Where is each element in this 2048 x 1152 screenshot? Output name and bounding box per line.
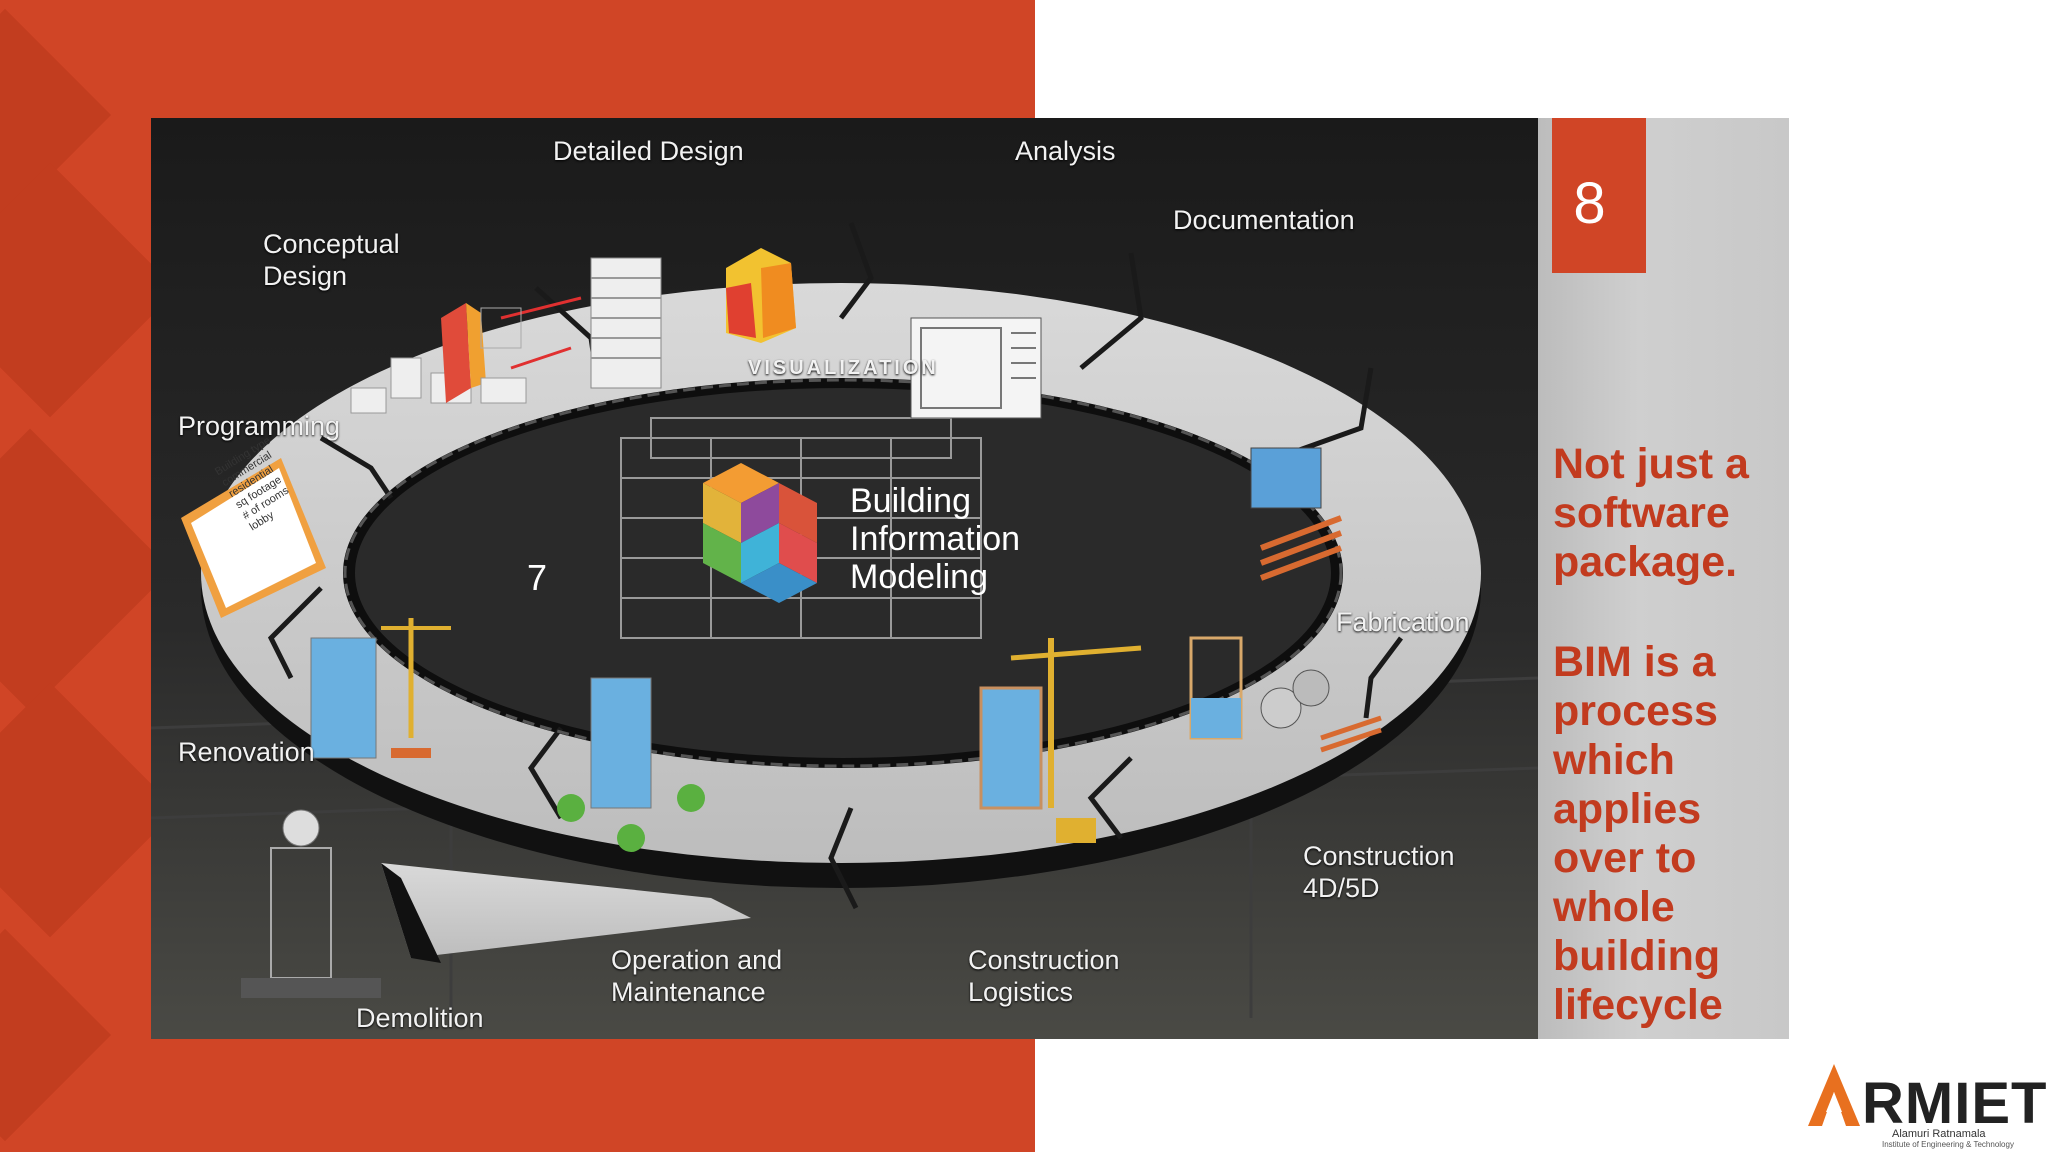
bim-cube-logo xyxy=(703,463,817,603)
stage-label-construction-logistics: Construction Logistics xyxy=(968,945,1120,1007)
operation-illustration xyxy=(557,677,705,852)
detailed-design-illustration xyxy=(480,257,662,389)
slide-number: 8 xyxy=(1573,171,1606,236)
logo-subtitle: Alamuri Ratnamala xyxy=(1892,1128,1986,1140)
logo-a-mark xyxy=(1808,1064,1860,1126)
stage-label-fabrication: Fabrication xyxy=(1336,607,1470,637)
logo-name: RMIET xyxy=(1862,1071,2048,1136)
slide-number-box xyxy=(1552,118,1646,273)
side-text-block-2: BIM is a process which applies over to w… xyxy=(1553,638,1723,1029)
stage-label-analysis: Analysis xyxy=(1015,136,1116,166)
programming-clipboard xyxy=(181,458,326,618)
construction-logistics-illustration xyxy=(979,638,1142,843)
bim-center-title: Building Information Modeling xyxy=(850,482,1021,596)
armiet-logo: RMIET Alamuri Ratnamala Institute of Eng… xyxy=(1806,1062,2046,1149)
documentation-illustration xyxy=(910,317,1042,419)
bim-lifecycle-diagram: Detailed Design Analysis Documentation C… xyxy=(151,118,1538,1039)
slide-marker-seven: 7 xyxy=(527,557,548,598)
stage-label-operation-maintenance: Operation and Maintenance xyxy=(611,945,783,1007)
stage-label-demolition: Demolition xyxy=(356,1003,484,1033)
side-text-block-1: Not just a software package. xyxy=(1553,440,1749,586)
stage-label-documentation: Documentation xyxy=(1173,205,1355,235)
renovation-illustration xyxy=(310,618,451,759)
logo-subtitle-2: Institute of Engineering & Technology xyxy=(1882,1140,2014,1149)
visualization-label: VISUALIZATION xyxy=(748,357,939,379)
stage-label-detailed-design: Detailed Design xyxy=(553,136,744,166)
stage-label-construction-4d5d: Construction 4D/5D xyxy=(1303,841,1455,903)
lifecycle-ring-graphic xyxy=(151,118,1538,1039)
fabrication-illustration xyxy=(1250,447,1343,581)
construction-4d5d-illustration xyxy=(1189,636,1382,753)
demolition-illustration xyxy=(241,809,381,998)
analysis-illustration xyxy=(726,248,796,343)
stage-label-programming: Programming xyxy=(178,411,341,441)
stage-label-conceptual-design: Conceptual Design xyxy=(263,229,400,291)
stage-label-renovation: Renovation xyxy=(178,737,315,767)
